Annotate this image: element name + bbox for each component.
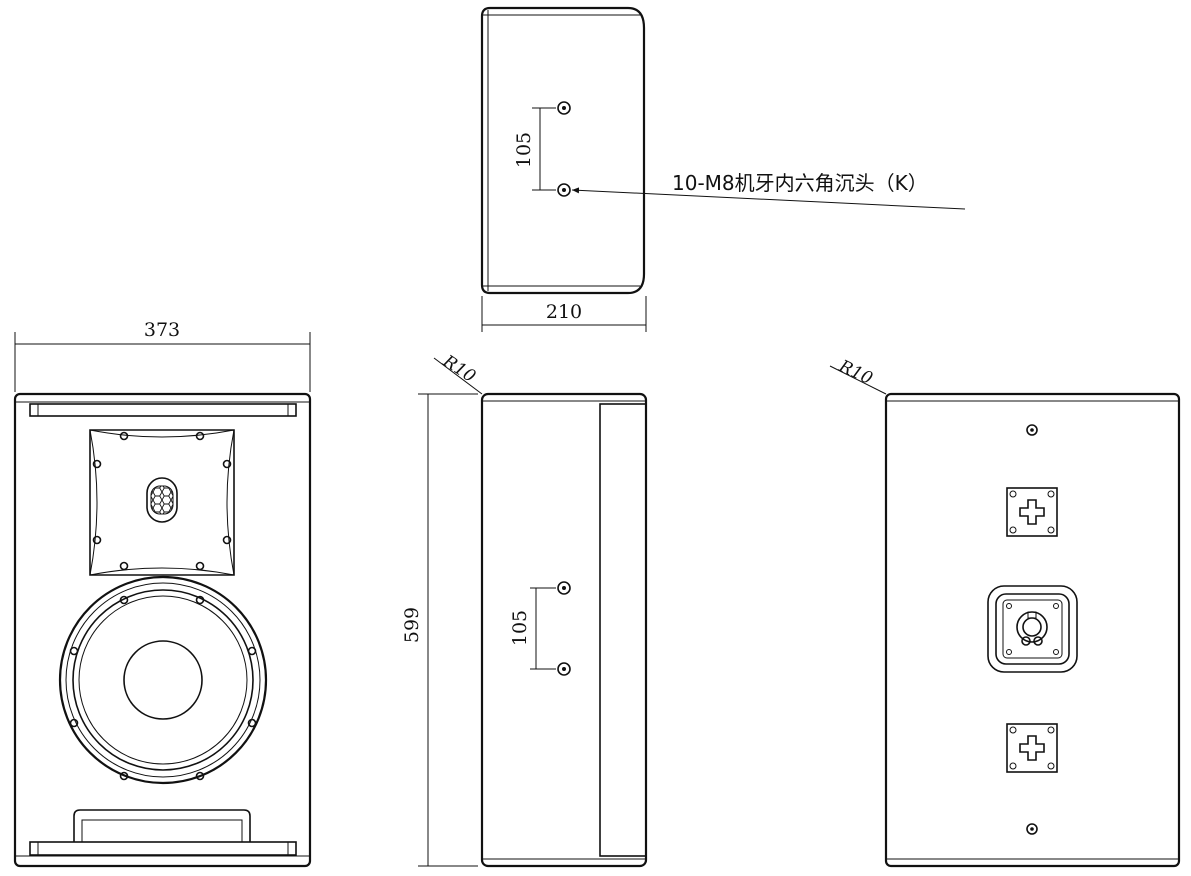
depth-label: 210 [546, 301, 582, 323]
mount-plate-bottom [1006, 723, 1058, 773]
back-bottom-point [1026, 823, 1038, 835]
top-screw-hole-1 [557, 101, 571, 115]
top-screw-hole-2 [557, 183, 571, 197]
screw-note: 10-M8机牙内六角沉头（K） [672, 171, 928, 195]
tweeter-throat [146, 477, 178, 523]
back-view: R10 [829, 356, 1181, 868]
back-top-point [1026, 424, 1038, 436]
note-leader-line [571, 187, 966, 210]
input-connector-panel [987, 585, 1078, 673]
side-radius-label: R10 [438, 351, 479, 387]
side-grille [599, 403, 647, 857]
top-view: 105 210 10-M8机牙内六角沉头（K） [480, 6, 966, 332]
side-screw-hole-2 [557, 662, 571, 676]
horn-screws [92, 431, 232, 571]
woofer [58, 575, 268, 785]
back-radius-label: R10 [835, 356, 876, 389]
mount-plate-top [1006, 487, 1058, 537]
side-view: R10 599 105 [401, 351, 648, 868]
side-screw-hole-1 [557, 581, 571, 595]
width-label: 373 [144, 319, 180, 341]
side-spacing-label: 105 [509, 610, 531, 646]
height-label: 599 [401, 607, 423, 643]
front-view: 373 [13, 319, 312, 868]
top-spacing-label: 105 [513, 132, 535, 168]
woofer-screws [69, 595, 257, 781]
